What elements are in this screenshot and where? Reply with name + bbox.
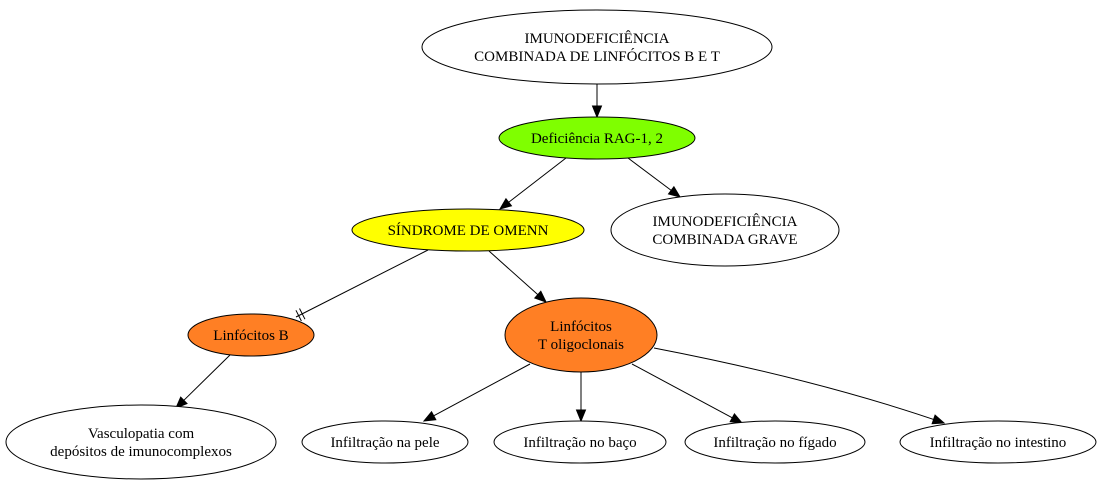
node-vasculo: Vasculopatia com depósitos de imunocomple…: [5, 404, 277, 480]
edge-line: [653, 347, 945, 424]
edge-arrowhead: [667, 185, 682, 198]
edge-linf_b-vasculo: [175, 354, 231, 409]
edge-line: [488, 250, 539, 296]
node-label: Infiltração na pele: [330, 435, 439, 451]
node-label: SÍNDROME DE OMENN: [388, 222, 549, 239]
edge-linf_t-pele: [422, 363, 531, 422]
node-linf-b: Linfócitos B: [187, 313, 315, 357]
node-label: COMBINADA GRAVE: [652, 232, 797, 248]
node-label: Deficiência RAG-1, 2: [531, 131, 663, 147]
node-ellipse: [493, 420, 667, 464]
edge-linf_t-baco: [575, 372, 587, 423]
edges-layer: [175, 84, 946, 425]
edge-rag-scid_grave: [627, 157, 682, 198]
node-figado: Infiltração no fígado: [684, 420, 866, 464]
edge-line: [295, 249, 429, 318]
node-label: Infiltração no intestino: [930, 435, 1067, 451]
edge-arrowhead: [175, 396, 188, 409]
edge-arrowhead: [729, 412, 744, 424]
node-baco: Infiltração no baço: [493, 420, 667, 464]
node-omenn: SÍNDROME DE OMENN: [351, 208, 585, 252]
edge-scid_bt-rag: [591, 84, 603, 119]
edge-line: [433, 363, 531, 417]
node-ellipse: [301, 420, 469, 464]
node-intestino: Infiltração no intestino: [899, 420, 1097, 464]
node-label: depósitos de imunocomplexos: [50, 444, 232, 460]
node-ellipse: [421, 9, 773, 85]
node-ellipse: [5, 404, 277, 480]
edge-linf_t-figado: [631, 363, 744, 424]
node-label: Infiltração no fígado: [713, 435, 836, 451]
edge-line: [508, 157, 567, 203]
node-label: T oligoclonais: [538, 337, 624, 353]
node-label: IMUNODEFICIÊNCIA: [525, 30, 670, 47]
edge-line: [183, 354, 231, 401]
node-ellipse: [504, 297, 658, 373]
node-ellipse: [899, 420, 1097, 464]
node-ellipse: [187, 313, 315, 357]
edge-tee-bar: [299, 308, 306, 320]
node-linf-t: Linfócitos T oligoclonais: [504, 297, 658, 373]
edge-linf_t-intestino: [653, 347, 946, 425]
edge-omenn-linf_t: [488, 250, 547, 303]
edge-line: [627, 157, 672, 191]
node-ellipse: [610, 193, 840, 267]
node-label: Linfócitos B: [213, 328, 288, 344]
node-label: Vasculopatia com: [88, 426, 195, 442]
node-label: Infiltração no baço: [523, 435, 636, 451]
edge-arrowhead: [498, 197, 513, 210]
node-ellipse: [684, 420, 866, 464]
node-label: COMBINADA DE LINFÓCITOS B E T: [474, 48, 720, 65]
node-scid-grave: IMUNODEFICIÊNCIA COMBINADA GRAVE: [610, 193, 840, 267]
edge-arrowhead: [931, 414, 946, 425]
edge-arrowhead: [533, 290, 547, 303]
node-rag: Deficiência RAG-1, 2: [498, 116, 696, 160]
edge-omenn-linf_b: [295, 249, 429, 322]
edge-line: [631, 363, 733, 419]
node-label: Linfócitos: [550, 319, 612, 335]
node-ellipse: [498, 116, 696, 160]
node-ellipse: [351, 208, 585, 252]
edge-arrowhead: [422, 410, 437, 422]
edge-tee-bar: [295, 310, 302, 322]
node-pele: Infiltração na pele: [301, 420, 469, 464]
edge-arrowhead: [591, 105, 603, 119]
edge-arrowhead: [575, 409, 587, 423]
edge-rag-omenn: [498, 157, 567, 210]
node-label: IMUNODEFICIÊNCIA: [653, 213, 798, 230]
